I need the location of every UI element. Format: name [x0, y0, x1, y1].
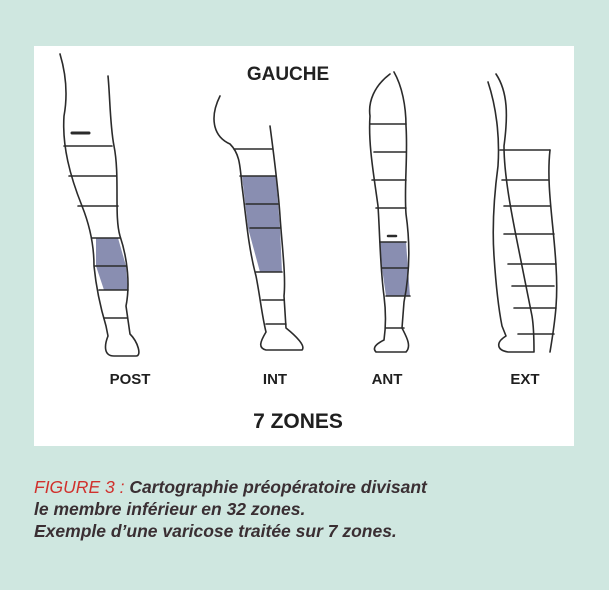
caption-line-3: Exemple d’une varicose traitée sur 7 zon…	[34, 520, 504, 542]
view-label-int: INT	[250, 371, 300, 391]
caption-text-1: Cartographie préopératoire divisant	[129, 477, 427, 497]
treated-zone-ant	[380, 242, 410, 296]
view-label-ext: EXT	[500, 371, 550, 391]
figure-caption: FIGURE 3 : Cartographie préopératoire di…	[34, 476, 504, 542]
leg-internal	[214, 96, 303, 350]
caption-line-1: FIGURE 3 : Cartographie préopératoire di…	[34, 476, 504, 498]
zones-count-label: 7 ZONES	[213, 410, 383, 438]
view-label-post: POST	[100, 371, 160, 391]
leg-anterior	[370, 72, 410, 352]
leg-posterior	[60, 54, 139, 356]
side-title: GAUCHE	[213, 58, 363, 92]
caption-line-2: le membre inférieur en 32 zones.	[34, 498, 504, 520]
view-label-ant: ANT	[362, 371, 412, 391]
figure-reference: FIGURE 3 :	[34, 477, 124, 497]
treated-zone-int	[242, 176, 282, 272]
leg-external	[488, 74, 557, 352]
